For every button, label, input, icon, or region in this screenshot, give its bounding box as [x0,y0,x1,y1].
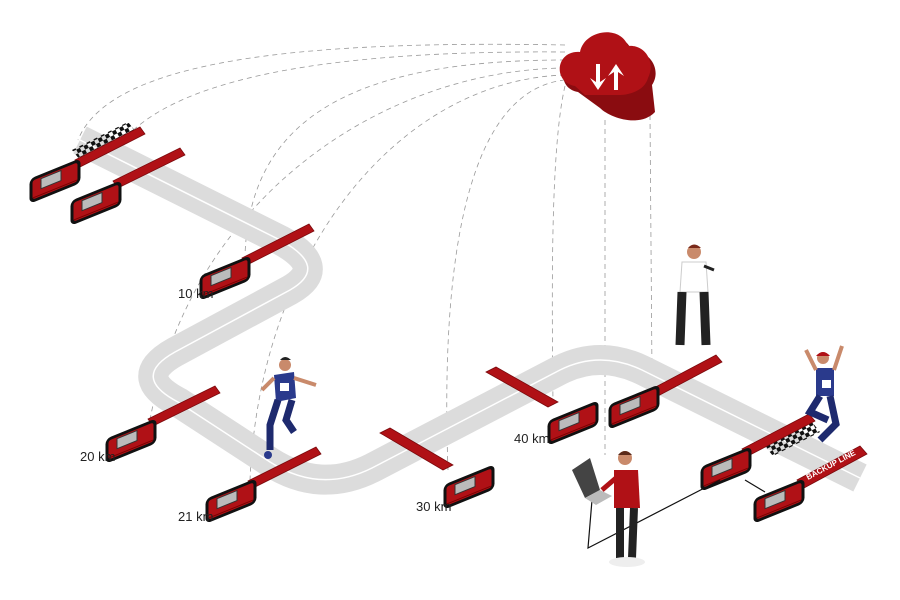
timing-box [700,446,752,492]
runner [260,357,317,459]
marker-21km: 21 km [178,509,213,524]
timing-box [547,400,599,446]
finisher [804,345,844,443]
data-cables [587,479,766,550]
marker-20km: 20 km [80,449,115,464]
operator-laptop [572,451,645,567]
timing-mat [485,366,559,408]
marker-40km: 40 km [514,431,549,446]
marker-10km: 10 km [178,286,213,301]
finish-checker [765,422,820,456]
race-track [73,126,867,495]
timing-box [753,478,805,524]
timing-box [70,180,122,226]
timing-box [608,384,660,430]
cloud-sync-icon [559,32,656,121]
timing-box [29,158,81,204]
timing-boxes [29,158,805,524]
start-checker [72,122,136,160]
timing-box [443,464,495,510]
marker-30km: 30 km [416,499,451,514]
timing-box [205,478,257,524]
announcer [675,244,715,346]
timing-mat [379,427,454,471]
